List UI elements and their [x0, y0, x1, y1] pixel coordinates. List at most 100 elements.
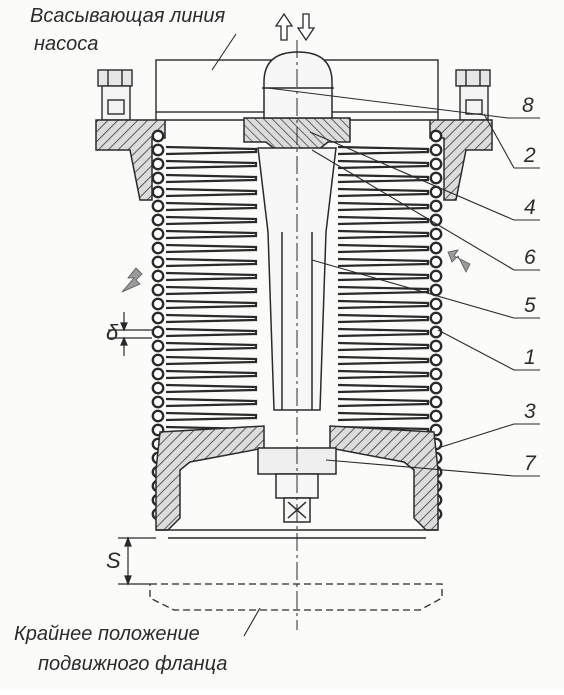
bellow-fold: [165, 299, 258, 310]
coil-left: [151, 213, 165, 227]
inflow-arrow-left: [121, 267, 143, 293]
stroke-symbol: S: [106, 548, 121, 573]
bellow-fold: [165, 243, 258, 254]
coil-right: [429, 255, 443, 269]
bellow-fold: [337, 397, 430, 408]
coil-right: [429, 367, 443, 381]
coil-left: [151, 367, 165, 381]
bellow-fold: [337, 187, 430, 198]
callout-3: 3: [524, 400, 536, 423]
right-bolt: [455, 69, 491, 121]
bellow-fold: [337, 201, 430, 212]
extreme-position-label-1: Крайнее положение: [14, 623, 200, 645]
coil-left: [151, 311, 165, 325]
bellow-fold: [337, 271, 430, 282]
bellow-fold: [337, 285, 430, 296]
bellow-fold: [337, 369, 430, 380]
bellow-fold: [165, 313, 258, 324]
bellow-fold: [337, 159, 430, 170]
bellow-fold: [337, 173, 430, 184]
coil-right: [429, 241, 443, 255]
callout-2: 2: [523, 144, 536, 167]
left-bolt: [97, 69, 133, 121]
bellow-fold: [337, 257, 430, 268]
outflow-arrow-right: [447, 249, 471, 273]
callout-4: 4: [524, 196, 536, 219]
bellow-fold: [337, 229, 430, 240]
coil-right: [429, 325, 443, 339]
flow-up-arrow: [274, 12, 294, 41]
extreme-position-label-2: подвижного фланца: [38, 653, 227, 675]
coil-right: [429, 199, 443, 213]
callout-8: 8: [522, 94, 534, 117]
bellow-fold: [337, 341, 430, 352]
coil-right: [429, 353, 443, 367]
bellow-fold: [165, 355, 258, 366]
coil-left: [151, 283, 165, 297]
suction-line-label-2: насоса: [34, 33, 98, 55]
stroke-dimension: [118, 536, 156, 586]
bellow-fold: [165, 285, 258, 296]
coil-right: [429, 129, 443, 143]
coil-left: [151, 143, 165, 157]
coil-left: [151, 409, 165, 423]
coil-left: [151, 129, 165, 143]
bellow-fold: [165, 369, 258, 380]
coil-left: [151, 255, 165, 269]
bellow-fold: [337, 327, 430, 338]
coil-right: [429, 157, 443, 171]
gap-dimension: [108, 312, 152, 356]
bellow-fold: [337, 215, 430, 226]
bellow-fold: [165, 411, 258, 422]
coil-right: [429, 339, 443, 353]
bellow-fold: [337, 313, 430, 324]
bellow-fold: [165, 173, 258, 184]
bellow-fold: [165, 159, 258, 170]
bellow-fold: [337, 411, 430, 422]
coil-right: [429, 381, 443, 395]
bellow-fold: [165, 397, 258, 408]
bellow-fold: [337, 243, 430, 254]
coil-right: [429, 297, 443, 311]
extreme-position-flange: [149, 583, 443, 611]
callout-5: 5: [524, 294, 536, 317]
bellow-fold: [165, 215, 258, 226]
coil-left: [151, 297, 165, 311]
bellow-fold: [165, 383, 258, 394]
bellow-fold: [165, 341, 258, 352]
coil-left: [151, 339, 165, 353]
coil-left: [151, 325, 165, 339]
bellow-fold: [165, 187, 258, 198]
bellow-fold: [165, 327, 258, 338]
coil-right: [429, 409, 443, 423]
coil-right: [429, 311, 443, 325]
bellow-fold: [337, 355, 430, 366]
callout-6: 6: [524, 246, 536, 269]
coil-left: [151, 353, 165, 367]
valve-dome: [262, 51, 334, 119]
coil-right: [429, 283, 443, 297]
coil-left: [151, 241, 165, 255]
coil-left: [151, 395, 165, 409]
coil-left: [151, 157, 165, 171]
bellow-fold: [337, 145, 430, 156]
flow-down-arrow: [296, 13, 316, 42]
bellow-fold: [165, 201, 258, 212]
bellow-fold: [165, 145, 258, 156]
coil-left: [151, 199, 165, 213]
coil-right: [429, 227, 443, 241]
coil-left: [151, 269, 165, 283]
bellow-fold: [165, 271, 258, 282]
coil-right: [429, 143, 443, 157]
bellow-fold: [165, 257, 258, 268]
bellow-fold: [165, 229, 258, 240]
coil-left: [151, 185, 165, 199]
bellow-fold: [337, 299, 430, 310]
coil-left: [151, 227, 165, 241]
coil-right: [429, 395, 443, 409]
bellow-fold: [337, 383, 430, 394]
callout-1: 1: [524, 346, 536, 369]
coil-right: [429, 171, 443, 185]
callout-7: 7: [524, 452, 537, 475]
